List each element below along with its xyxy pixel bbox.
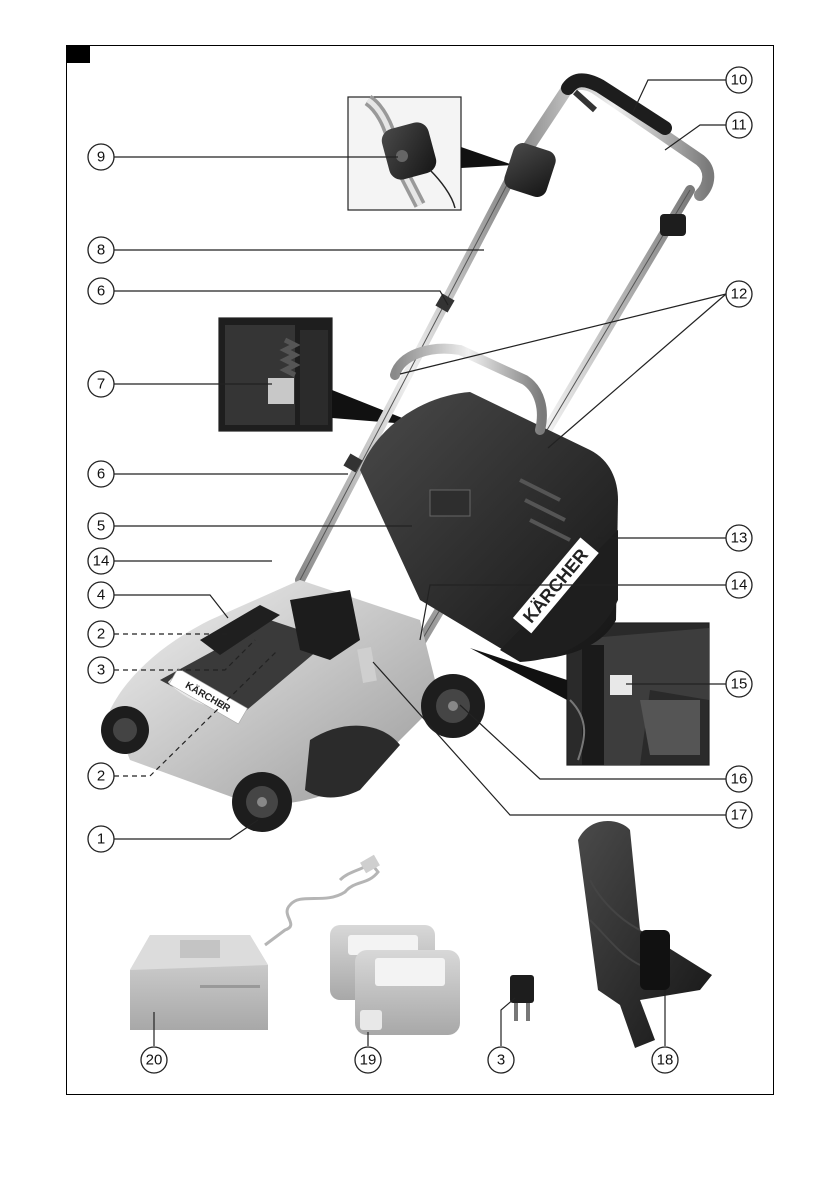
callout-15: 15 — [726, 671, 752, 697]
svg-text:1: 1 — [97, 831, 105, 848]
callout-6: 6 — [88, 461, 114, 487]
svg-text:13: 13 — [731, 530, 748, 547]
svg-text:10: 10 — [731, 72, 748, 89]
svg-text:8: 8 — [97, 242, 105, 259]
svg-text:15: 15 — [731, 676, 748, 693]
svg-text:3: 3 — [97, 662, 105, 679]
svg-text:6: 6 — [97, 466, 105, 483]
svg-text:16: 16 — [731, 771, 748, 788]
svg-text:2: 2 — [97, 626, 105, 643]
svg-text:20: 20 — [146, 1052, 163, 1069]
callout-18: 18 — [652, 1047, 678, 1073]
svg-text:6: 6 — [97, 283, 105, 300]
callout-2: 2 — [88, 621, 114, 647]
callout-14: 14 — [88, 548, 114, 574]
callout-14: 14 — [726, 572, 752, 598]
callout-20: 20 — [141, 1047, 167, 1073]
inset-height-adjust — [219, 318, 332, 431]
callout-4: 4 — [88, 582, 114, 608]
inset-pointer — [461, 147, 513, 168]
callout-13: 13 — [726, 525, 752, 551]
svg-text:18: 18 — [657, 1052, 674, 1069]
callout-7: 7 — [88, 371, 114, 397]
svg-text:4: 4 — [97, 587, 105, 604]
svg-text:7: 7 — [97, 376, 105, 393]
svg-text:19: 19 — [360, 1052, 377, 1069]
mulching-insert — [578, 821, 712, 1048]
callout-1: 1 — [88, 826, 114, 852]
svg-text:3: 3 — [497, 1052, 505, 1069]
svg-text:9: 9 — [97, 149, 105, 166]
callout-16: 16 — [726, 766, 752, 792]
callout-5: 5 — [88, 513, 114, 539]
callout-2: 2 — [88, 763, 114, 789]
svg-text:2: 2 — [97, 768, 105, 785]
svg-text:14: 14 — [731, 577, 748, 594]
callout-19: 19 — [355, 1047, 381, 1073]
callout-9: 9 — [88, 144, 114, 170]
battery — [330, 925, 460, 1035]
callout-11: 11 — [726, 112, 752, 138]
svg-text:17: 17 — [731, 807, 748, 824]
callout-10: 10 — [726, 67, 752, 93]
callout-3: 3 — [488, 1047, 514, 1073]
callout-3: 3 — [88, 657, 114, 683]
svg-text:5: 5 — [97, 518, 105, 535]
callout-8: 8 — [88, 237, 114, 263]
callout-12: 12 — [726, 281, 752, 307]
battery-adapter — [510, 975, 534, 1021]
svg-text:12: 12 — [731, 286, 748, 303]
svg-text:11: 11 — [731, 117, 747, 134]
svg-text:14: 14 — [93, 553, 110, 570]
inset-handle-switch — [348, 97, 461, 210]
callout-17: 17 — [726, 802, 752, 828]
callout-6: 6 — [88, 278, 114, 304]
